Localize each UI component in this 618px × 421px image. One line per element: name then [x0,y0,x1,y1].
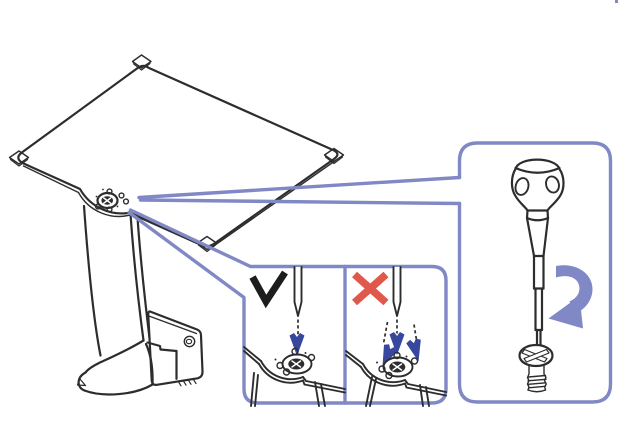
insert-dashed-line [413,324,418,341]
screwdriver-tip-correct [293,266,303,317]
screwdriver-tip-incorrect [392,266,402,317]
screwdriver [510,158,565,348]
base-plate [8,54,345,253]
bracket-top-thickness [146,314,198,335]
rotation-arrow-band [556,265,593,314]
boss-dot [302,371,304,374]
callout-box-border-with-wedge [127,208,448,405]
corner-pads [8,54,345,253]
corner-pad-top [131,54,152,69]
insert-dashed-line [382,321,389,344]
boss-dot [102,188,104,191]
screwdriver-handle [510,158,565,212]
boss-screw-holes [94,188,130,213]
bracket-plate [147,310,204,387]
screw-phillips-cross [392,363,403,371]
stand-foot-and-bracket [76,310,204,396]
boss-dot [304,352,307,354]
corner-pad-left-thickness [9,158,29,167]
rotation-arrow-head [548,296,583,329]
foot-block-front-edge [144,342,154,386]
bracket-screw-hole-inner [185,338,193,345]
corner-pad-right [323,147,345,163]
boss-dot [376,361,378,364]
screw-head-rim [519,358,553,367]
boss-dot [403,374,406,377]
foot-tip-triangle [76,377,87,387]
screw-boss-main [94,188,130,213]
corner-pad-bottom [196,235,218,251]
machine-screw [518,343,554,393]
correct-incorrect-callout-box [127,208,448,405]
neck-left-edge [82,204,102,357]
handle-hole-left [514,177,530,196]
bracket-screw-hole [183,335,196,348]
wedge-line-bottom [138,198,462,206]
screw-shank-threads [526,364,547,393]
neck-front-right-edge [129,212,145,342]
cross-mark-icon [352,271,389,306]
insert-arrow-right-icon [405,337,426,364]
screw-phillips-cross [291,360,302,368]
foot-horn-underside [83,383,154,396]
boss-screw-holes [276,347,316,376]
corner-artifact-speck [615,0,618,3]
boss-dot [95,195,98,198]
corner-pad-right-thickness [324,156,344,165]
correct-panel [243,266,346,407]
boss-screw-holes [378,351,419,380]
check-mark-icon [249,270,288,309]
screw-phillips-slot-b [523,348,550,363]
boss-dot [274,358,277,361]
stand-neck [82,204,151,357]
plate-thickness-bottom-left [22,165,204,247]
rotate-clockwise-arrow-icon [548,265,593,329]
incorrect-panel [345,266,447,407]
foot-block-top-edge [146,341,178,353]
handle-hole-right [545,175,560,194]
tool-panel [457,141,613,404]
boss-drawing-correct [243,346,346,407]
screw-phillips-cross [103,197,112,204]
plate-outline [17,64,339,248]
foot-horn-top-edge [84,339,145,374]
screwdriver-shaft [525,209,550,348]
tool-panel-border-with-notch [457,141,613,404]
boss-drawing-incorrect [345,350,447,407]
neck-side-right-edge [136,216,151,340]
boss-dot [116,205,119,208]
corner-pad-left [8,150,30,165]
plate-thickness-bottom-right [210,159,337,249]
plate-edge-lines [243,346,346,407]
handle-top-face-line [514,166,561,174]
callout-wedge-tool-panel [137,175,462,206]
boss-dot [405,355,408,358]
wedge-line-top [137,175,462,200]
bracket-hatching [177,378,197,387]
corner-pad-top-thickness [132,62,151,71]
plate-edge-lines [345,350,447,407]
